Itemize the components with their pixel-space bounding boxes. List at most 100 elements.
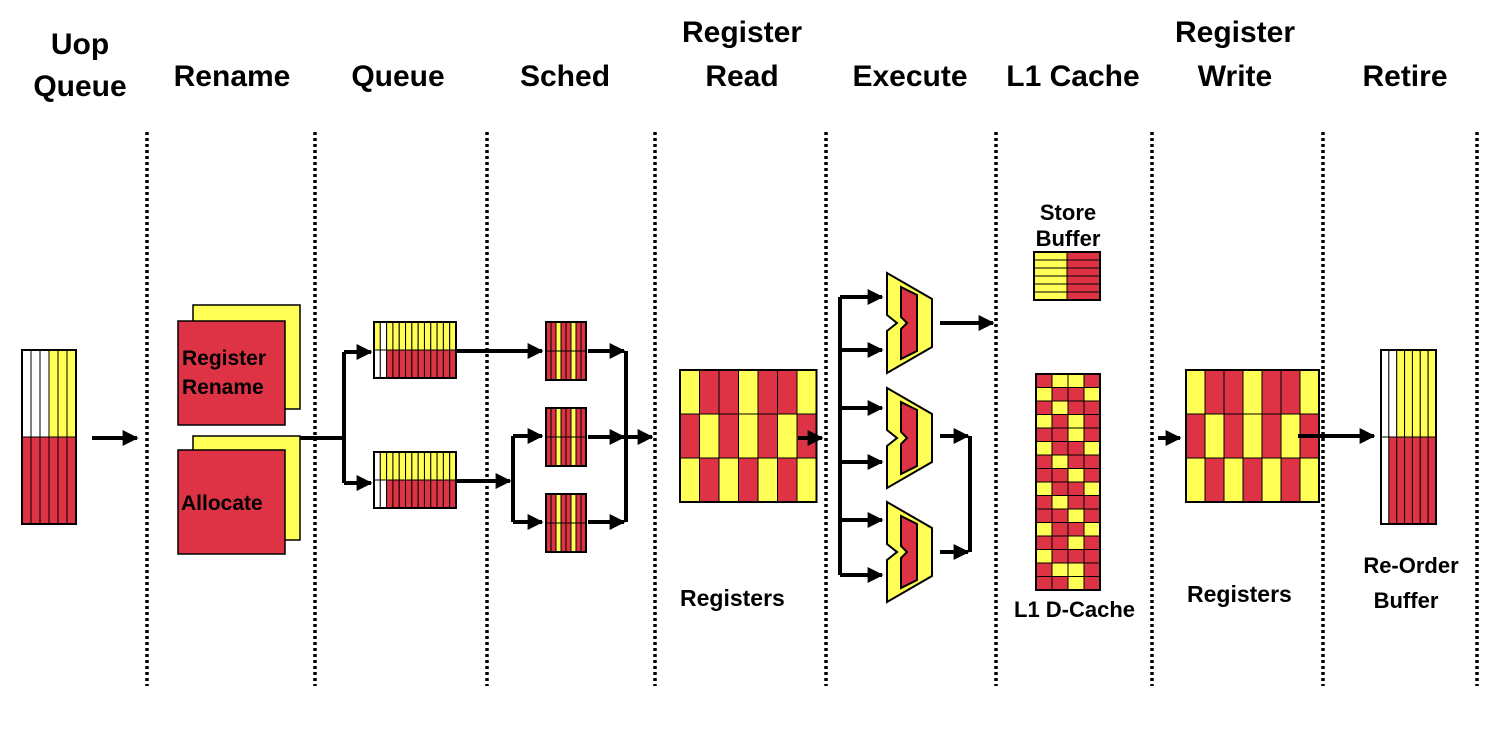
l1-dcache-cell: [1083, 481, 1101, 496]
l1-dcache-block: [1035, 373, 1101, 591]
l1-dcache-cell: [1083, 427, 1101, 442]
sched-2-stripe: [560, 407, 567, 438]
store-buffer-cell: [1066, 251, 1101, 261]
queue-bottom-stripe: [392, 451, 400, 481]
register-write-cell: [1280, 369, 1301, 415]
queue-top-stripe: [442, 349, 451, 379]
register-write-cell: [1185, 457, 1206, 503]
store-buffer-cell: [1033, 275, 1068, 285]
sched-3-stripe: [550, 522, 557, 553]
uop-queue-stripe: [21, 349, 32, 438]
stage-title-uop-line1: Uop: [51, 28, 109, 61]
registers-write-label: Registers: [1187, 581, 1292, 607]
sched-3-stripe: [575, 493, 582, 524]
queue-top-stripe: [417, 349, 425, 379]
l1-dcache-cell: [1051, 562, 1069, 577]
queue-top-stripe: [423, 349, 432, 379]
queue-bottom-stripe: [423, 451, 432, 481]
queue-top-stripe: [430, 349, 438, 379]
l1-dcache-cell: [1067, 414, 1085, 429]
queue-top-stripe: [392, 349, 400, 379]
reorder-buffer-block: [1380, 349, 1437, 525]
queue-bottom-stripe: [430, 479, 438, 509]
scheduler-blocks: [545, 321, 587, 553]
sched-1-stripe: [565, 321, 572, 352]
queue-top-stripe: [442, 321, 451, 351]
sched-1-frame: [545, 321, 587, 381]
uop-queue-stripe: [30, 436, 41, 525]
l1-dcache-cell: [1067, 549, 1085, 564]
sched-3-stripe: [560, 493, 567, 524]
l1-dcache-cell: [1035, 508, 1053, 523]
queue-bottom-stripe: [386, 451, 394, 481]
queue-blocks: [373, 321, 457, 509]
l1-dcache-cell: [1051, 454, 1069, 469]
sched-3-stripe: [570, 522, 577, 553]
register-write-cell: [1280, 457, 1301, 503]
l1-dcache-cell: [1083, 414, 1101, 429]
store-buffer-cell: [1066, 291, 1101, 301]
sched-2-stripe: [565, 436, 572, 467]
l1-dcache-cell: [1083, 576, 1101, 591]
stage-title-retire-line2: Retire: [1362, 60, 1447, 93]
l1-dcache-cell: [1035, 414, 1053, 429]
stage-title-regwrite-line2: Write: [1198, 60, 1272, 93]
queue-bottom-stripe: [379, 479, 388, 509]
reorder-buffer-stripe: [1411, 436, 1421, 525]
reorder-buffer-stripe: [1427, 349, 1437, 438]
register-write-cell: [1261, 457, 1282, 503]
register-read-cell: [738, 457, 759, 503]
store-buffer-cell: [1033, 283, 1068, 293]
l1-dcache-cell: [1051, 373, 1069, 388]
register-read-cell: [699, 369, 720, 415]
queue-top-stripe: [417, 321, 425, 351]
sched-3-stripe: [555, 522, 562, 553]
queue-top-stripe: [398, 321, 407, 351]
stage-title-regread-line2: Read: [705, 60, 778, 93]
sched-3-stripe: [550, 493, 557, 524]
l1-dcache-cell: [1083, 454, 1101, 469]
l1-dcache-cell: [1035, 481, 1053, 496]
uop-queue-stripe: [48, 436, 59, 525]
queue-bottom-stripe: [436, 451, 444, 481]
register-write-cell: [1223, 413, 1244, 459]
register-write-cell: [1242, 413, 1263, 459]
alu-2-part: [900, 400, 918, 476]
register-read-cell: [738, 369, 759, 415]
l1-dcache-cell: [1051, 576, 1069, 591]
sched-3-stripe: [555, 493, 562, 524]
sched-1-stripe: [560, 350, 567, 381]
queue-top-stripe: [430, 321, 438, 351]
uop-queue-stripe: [30, 349, 41, 438]
l1-dcache-cell: [1051, 387, 1069, 402]
reorder-buffer-stripe: [1380, 436, 1390, 525]
uop-queue-stripe: [48, 349, 59, 438]
sched-3-stripe: [570, 493, 577, 524]
l1-dcache-cell: [1051, 481, 1069, 496]
store-buffer-label-line2: Buffer: [1036, 226, 1101, 251]
queue-top-stripe: [423, 321, 432, 351]
queue-top-stripe: [411, 349, 419, 379]
l1-dcache-cell: [1035, 576, 1053, 591]
l1-dcache-cell: [1035, 427, 1053, 442]
l1-dcache-label: L1 D-Cache: [1014, 597, 1135, 622]
queue-top-stripe: [386, 321, 394, 351]
reorder-buffer-frame: [1380, 349, 1437, 525]
queue-bottom-stripe: [430, 451, 438, 481]
register-write-cell: [1242, 457, 1263, 503]
queue-bottom-stripe: [436, 479, 444, 509]
l1-dcache-cell: [1083, 495, 1101, 510]
l1-dcache-cell: [1035, 373, 1053, 388]
register-file-write: [1185, 369, 1320, 503]
stage-title-l1cache-line2: L1 Cache: [1006, 60, 1139, 93]
sched-1-stripe: [575, 321, 582, 352]
store-buffer-cell: [1066, 275, 1101, 285]
queue-bottom-stripe: [405, 479, 413, 509]
l1-dcache-cell: [1067, 535, 1085, 550]
l1-dcache-cell: [1051, 508, 1069, 523]
l1-dcache-cell: [1051, 535, 1069, 550]
l1-dcache-cell: [1067, 454, 1085, 469]
register-write-cell: [1242, 369, 1263, 415]
sched-1-stripe: [570, 350, 577, 381]
store-buffer-frame: [1033, 251, 1101, 301]
